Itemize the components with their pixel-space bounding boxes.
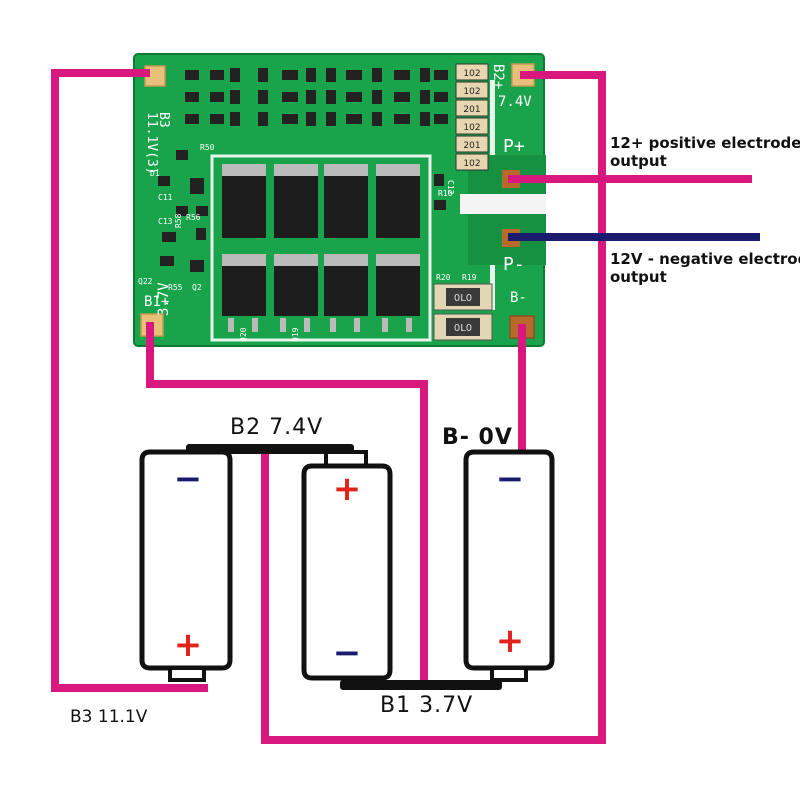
wire-b1 (146, 322, 428, 686)
resistor-code: 102 (463, 87, 480, 97)
part-label: D1 (150, 169, 160, 178)
mosfet-bottom-row (222, 254, 420, 332)
part-label: Q20 (239, 327, 248, 342)
battery-cell-3: − + (463, 449, 555, 682)
part-label: R58 (174, 213, 183, 228)
mosfet-top-row (222, 164, 420, 238)
cell-top-sign: − (496, 459, 525, 499)
wires (51, 69, 760, 744)
label-negative-output: 12V - negative electrode output (610, 250, 800, 286)
part-label: Q22 (138, 277, 153, 286)
silk-pplus: P+ (503, 136, 525, 157)
resistor-code: 102 (463, 123, 480, 133)
silk-b1-voltage: 3.7V (156, 282, 172, 316)
label-bminus: B- 0V (442, 425, 513, 450)
part-label: R56 (186, 213, 201, 222)
shunt-code: 0L0 (454, 293, 472, 304)
silk-b2-voltage: 7.4V (498, 94, 532, 110)
resistor-code: 102 (463, 69, 480, 79)
part-label: C13 (158, 217, 173, 226)
label-b3: B3 11.1V (70, 707, 148, 727)
cell-bottom-sign: + (174, 625, 203, 665)
battery-cell-1: − + (139, 449, 233, 682)
part-label: R20 (436, 273, 451, 282)
part-label: R55 (168, 283, 183, 292)
label-negative-output-line1: 12V - negative electrode (610, 250, 800, 268)
part-label: Q2 (192, 283, 202, 292)
label-negative-output-line2: output (610, 268, 667, 286)
cell-bottom-sign: + (496, 621, 525, 661)
battery-cell-2: + − (301, 450, 393, 681)
cell-terminal (168, 666, 206, 682)
white-bar (460, 194, 546, 214)
silk-b2plus: B2+ (490, 64, 506, 89)
silk-b1plus: B1+ (144, 294, 169, 310)
label-b2: B2 7.4V (230, 415, 323, 440)
strap-b1 (340, 680, 502, 690)
silk-b3: B3 (156, 112, 171, 128)
part-label: R10 (438, 189, 453, 198)
label-positive-output-line2: output (610, 152, 667, 170)
label-positive-output-line1: 12+ positive electrode (610, 134, 800, 152)
resistor-code: 102 (463, 159, 480, 169)
bms-board: 102 102 201 102 201 102 (133, 53, 546, 347)
cell-bottom-sign: − (333, 633, 362, 673)
resistor-code: 201 (463, 105, 480, 115)
part-label: R19 (462, 273, 477, 282)
shunt-resistors: 0L0 0L0 (433, 283, 493, 341)
silk-pminus: P- (503, 254, 525, 275)
part-label: C11 (158, 193, 173, 202)
label-positive-output: 12+ positive electrode output (610, 134, 800, 170)
mosfet-area-outline (210, 154, 432, 342)
resistor-code: 201 (463, 141, 480, 151)
wire-b3 (51, 69, 208, 692)
part-label: R50 (200, 143, 215, 152)
silk-bminus: B- (510, 290, 527, 306)
cell-top-sign: + (333, 469, 362, 509)
shunt-code: 0L0 (454, 323, 472, 334)
part-label: C12 (446, 180, 455, 195)
resistor-column: 102 102 201 102 201 102 (455, 63, 489, 171)
silk-version: 11.1V(3) (144, 112, 159, 175)
label-b1: B1 3.7V (380, 693, 473, 718)
cell-terminal (490, 666, 528, 682)
smd-parts-top (158, 68, 448, 272)
part-label: Q19 (291, 327, 300, 342)
wire-b2 (261, 71, 606, 744)
cell-top-sign: − (174, 459, 203, 499)
